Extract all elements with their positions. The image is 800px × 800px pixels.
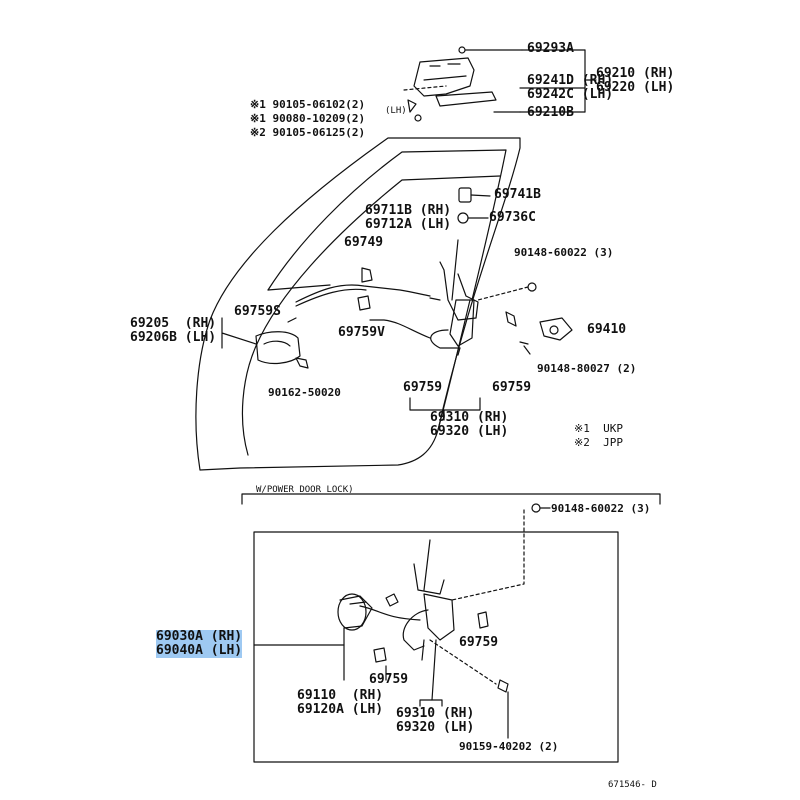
legend-ukp: ※1 UKP — [574, 422, 623, 435]
part-69210b-label: 69210B — [527, 105, 574, 120]
power-lock-assembly — [373, 503, 551, 701]
figure-id: 671546- D — [608, 780, 657, 790]
part-69242c-label: 69242C (LH) — [527, 87, 614, 102]
part-69120a-label: 69120A (LH) — [297, 702, 384, 717]
power-lock-heading: W/POWER DOOR LOCK) — [256, 485, 354, 495]
part-69110-label: 69110 (RH) — [297, 688, 384, 703]
part-69741b-label: 69741B — [494, 187, 541, 202]
screw-60022-power-label: 90148-60022 (3) — [551, 502, 651, 515]
part-69310-top-label: 69310 (RH) — [430, 410, 509, 425]
part-69759v-label: 69759V — [338, 325, 385, 340]
part-69736c-label: 69736C — [489, 210, 536, 225]
legend-jpp: ※2 JPP — [574, 436, 623, 449]
part-69759-right-label: 69759 — [492, 380, 532, 395]
screw-80027-label: 90148-80027 (2) — [537, 362, 637, 375]
inside-handle — [255, 317, 309, 369]
part-69220-label: 69220 (LH) — [596, 80, 675, 95]
part-69410-label: 69410 — [587, 322, 627, 337]
bolt-label-3: ※2 90105-06125(2) — [250, 126, 366, 139]
part-69320-label: 69320 (LH) — [396, 720, 475, 735]
door-lock-assembly — [430, 261, 537, 356]
lock-motor — [337, 593, 421, 631]
part-69712a-label: 69712A (LH) — [365, 217, 452, 232]
part-69711b-label: 69711B (RH) — [365, 203, 452, 218]
bolt-lh-label: (LH) — [385, 106, 407, 116]
part-69759-b-label: 69759 — [369, 672, 409, 687]
part-69241d-label: 69241D (RH) — [527, 73, 614, 88]
part-69759s-label: 69759S — [234, 304, 281, 319]
part-69759-a-label: 69759 — [459, 635, 499, 650]
part-69310-label: 69310 (RH) — [396, 706, 475, 721]
part-69293a-label: 69293A — [527, 41, 574, 56]
screw-50020-label: 90162-50020 — [268, 386, 341, 399]
outside-handle — [413, 46, 523, 107]
door-outline — [195, 137, 521, 471]
screw-40202-label: 90159-40202 (2) — [459, 740, 559, 753]
part-69320-top-label: 69320 (LH) — [430, 424, 509, 439]
screw-60022-top-label: 90148-60022 (3) — [514, 246, 614, 259]
part-69210-label: 69210 (RH) — [596, 66, 675, 81]
part-69205-label: 69205 (RH) — [130, 316, 217, 331]
part-69749-label: 69749 — [344, 235, 384, 250]
bolt-label-2: ※1 90080-10209(2) — [250, 112, 366, 125]
lock-cylinder — [451, 187, 491, 301]
part-69040a-label: 69040A (LH) — [156, 643, 243, 658]
part-69206b-label: 69206B (LH) — [130, 330, 217, 345]
bolt-label-1: ※1 90105-06102(2) — [250, 98, 366, 111]
part-69030a-label: 69030A (RH) — [156, 629, 243, 644]
part-69759-left-label: 69759 — [403, 380, 443, 395]
